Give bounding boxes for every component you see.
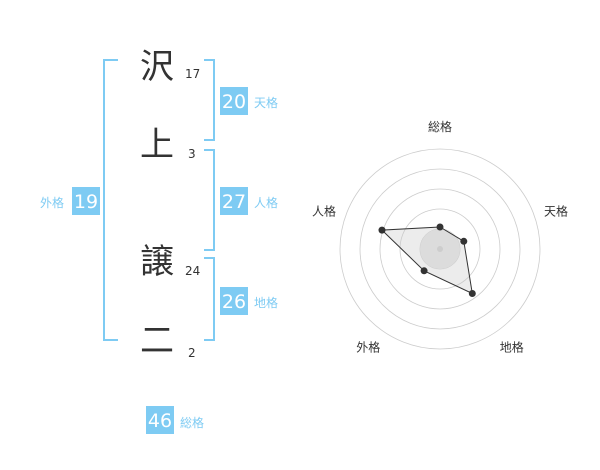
radar-ring (359, 168, 521, 330)
radar-axis-label-1: 総格 (428, 119, 452, 134)
name-char-3-strokes: 24 (185, 264, 200, 278)
tenkaku-badge: 20 天格 (220, 87, 278, 115)
gaikaku-value: 19 (74, 191, 98, 213)
radar-axis-label-4: 外格 (356, 340, 380, 355)
chikaku-label: 地格 (254, 295, 278, 310)
radar-ring (379, 188, 501, 310)
tenkaku-value: 20 (222, 91, 246, 113)
radar-center-dot (437, 246, 443, 252)
name-char-2-glyph: 上 (140, 125, 174, 165)
name-char-1-glyph: 沢 (140, 47, 174, 87)
name-char-4: 二 2 (140, 321, 196, 361)
jinkaku-bracket (204, 149, 215, 251)
radar-axis-label-5: 人格 (312, 203, 336, 218)
name-char-3-glyph: 譲 (140, 242, 174, 282)
radar-series-area (380, 226, 473, 295)
jinkaku-label: 人格 (254, 195, 278, 210)
soukaku-label: 総格 (180, 415, 204, 430)
jinkaku-badge-box (220, 187, 248, 215)
chikaku-value: 26 (222, 291, 246, 313)
chikaku-badge: 26 地格 (220, 287, 278, 315)
soukaku-badge-box (146, 406, 174, 434)
tenkaku-badge-box (220, 87, 248, 115)
radar-ring (399, 208, 481, 290)
radar-point-4 (420, 267, 428, 275)
soukaku-badge: 46 総格 (146, 406, 204, 434)
name-char-1-strokes: 17 (185, 67, 200, 81)
gaikaku-bracket (103, 59, 118, 341)
name-char-4-glyph: 二 (140, 321, 174, 361)
tenkaku-label: 天格 (254, 95, 278, 110)
name-char-2: 上 3 (140, 125, 196, 165)
tenkaku-bracket (204, 59, 215, 141)
chikaku-badge-box (220, 287, 248, 315)
radar-ring (339, 148, 541, 350)
radar-point-1 (436, 223, 444, 231)
name-char-3: 譲 24 (140, 242, 200, 282)
gaikaku-label: 外格 (40, 195, 64, 210)
name-char-2-strokes: 3 (188, 147, 196, 161)
soukaku-value: 46 (148, 410, 172, 432)
jinkaku-badge: 27 人格 (220, 187, 278, 215)
gaikaku-badge: 外格 19 (40, 187, 100, 215)
gaikaku-badge-box (72, 187, 100, 215)
radar-axis-label-3: 地格 (500, 340, 524, 355)
jinkaku-value: 27 (222, 191, 246, 213)
name-char-4-strokes: 2 (188, 346, 196, 360)
radar-axis-label-2: 天格 (544, 203, 568, 218)
radar-point-2 (460, 237, 468, 245)
name-char-1: 沢 17 (140, 47, 200, 87)
radar-point-3 (468, 290, 476, 297)
chikaku-bracket (204, 257, 215, 341)
radar-point-5 (378, 226, 386, 234)
